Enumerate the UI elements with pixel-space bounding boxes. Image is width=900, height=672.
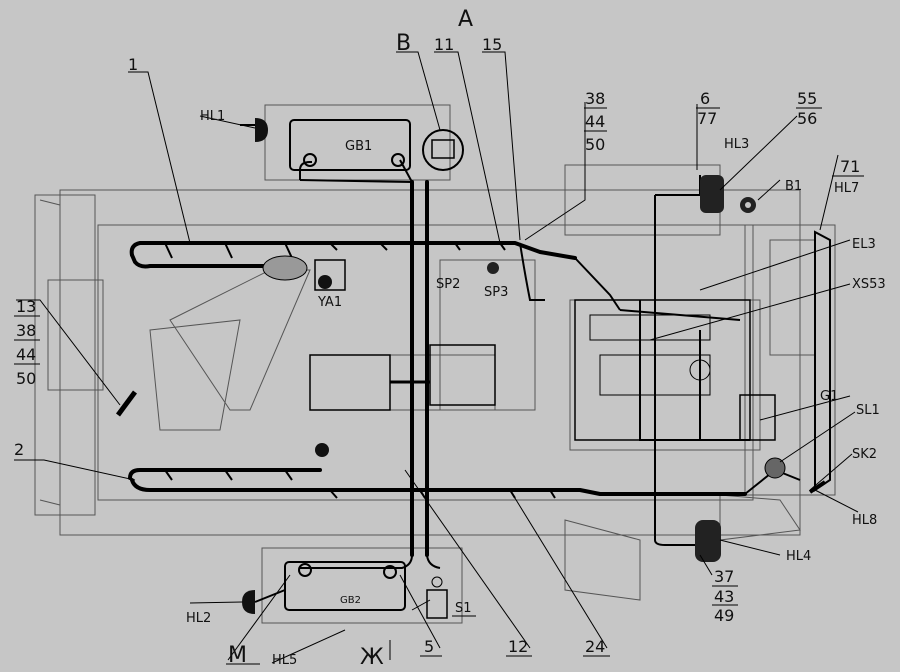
label-13: 13: [16, 297, 36, 316]
label-71: 71: [840, 157, 860, 176]
sensor-b1: [740, 197, 756, 213]
label-43: 43: [714, 587, 734, 606]
label-b: B: [396, 31, 411, 56]
label-50: 50: [585, 135, 605, 154]
label-harness-1: 1: [128, 55, 138, 74]
label-sp2: SP2: [436, 277, 460, 292]
lamp-hl4: [695, 520, 721, 562]
label-hl3: HL3: [724, 137, 749, 152]
label-38: 38: [585, 89, 605, 108]
label-hl4: HL4: [786, 549, 811, 564]
harness-vertical: [299, 159, 441, 569]
label-xs53: XS53: [852, 277, 886, 292]
switch-s1: [426, 576, 448, 619]
label-11: 11: [434, 35, 454, 54]
label-el3: EL3: [852, 237, 876, 252]
labels: A 1 2 B 11 15 38 44 50 6 77 HL3 55 56 71…: [14, 7, 886, 670]
label-55: 55: [797, 89, 817, 108]
label-hl8: HL8: [852, 513, 877, 528]
lamp-hl3: [700, 175, 724, 213]
lamp-hl1: [240, 118, 268, 142]
label-hl7: HL7: [834, 181, 859, 196]
grommet: [315, 443, 329, 457]
label-6: 6: [700, 89, 710, 108]
label-s1: S1: [455, 601, 472, 616]
label-m: M: [228, 643, 247, 668]
label-13-44: 44: [16, 345, 36, 364]
label-hl5: HL5: [272, 653, 297, 668]
battery-gb2: [284, 561, 406, 611]
label-hl1: HL1: [200, 109, 225, 124]
label-sp3: SP3: [484, 285, 508, 300]
engine-block: [574, 299, 751, 441]
lamp-hl8: [808, 480, 827, 494]
label-44: 44: [585, 112, 605, 131]
valve-ya1: [262, 255, 346, 291]
label-24: 24: [585, 637, 605, 656]
label-harness-2: 2: [14, 440, 24, 459]
harness-lower: [128, 468, 747, 496]
harness-upper: [129, 241, 577, 269]
sensor-sl1: [764, 457, 786, 479]
label-view-a: A: [458, 7, 473, 32]
label-hl2: HL2: [186, 611, 211, 626]
lamp-hl7: [814, 230, 831, 492]
lamp-hl2: [242, 589, 286, 614]
label-g1: G1: [820, 389, 838, 404]
label-49: 49: [714, 606, 734, 625]
label-sk2: SK2: [852, 447, 877, 462]
label-13-50: 50: [16, 369, 36, 388]
battery-gb1: [289, 119, 411, 171]
label-b1: B1: [785, 179, 802, 194]
item-13-bolt: [115, 390, 138, 417]
clips-upper: [164, 242, 556, 499]
label-sl1: SL1: [856, 403, 880, 418]
label-13-38: 38: [16, 321, 36, 340]
label-ya1: YA1: [317, 295, 342, 310]
label-gb2: GB2: [340, 595, 361, 606]
label-zh: Ж: [360, 645, 384, 670]
label-15: 15: [482, 35, 502, 54]
label-56: 56: [797, 109, 817, 128]
label-gb1: GB1: [345, 139, 372, 154]
pressure-sp2: [487, 262, 499, 274]
drive-shaft: [309, 344, 496, 411]
label-37: 37: [714, 567, 734, 586]
label-5: 5: [424, 637, 434, 656]
label-12: 12: [508, 637, 528, 656]
label-77: 77: [697, 109, 717, 128]
generator-g1: [739, 394, 776, 441]
leader-lines: [14, 51, 859, 664]
switch-b-relay: [422, 129, 464, 171]
